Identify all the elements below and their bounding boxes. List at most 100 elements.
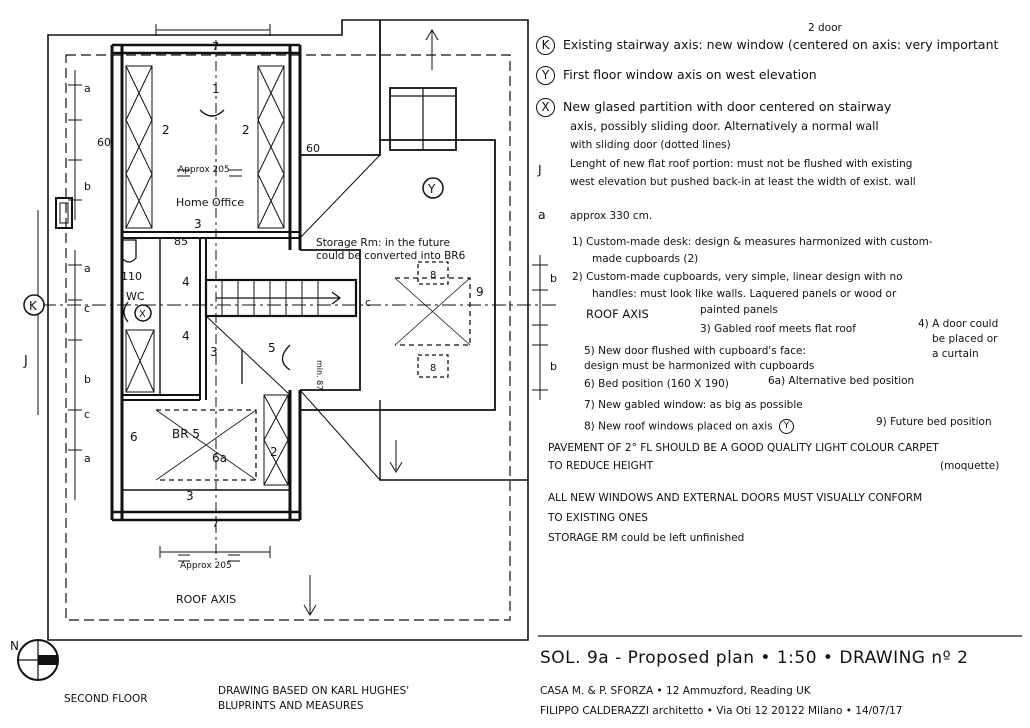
label-6: 6 (130, 430, 138, 444)
label-c-left-1: c (84, 302, 90, 315)
x-marker-label: X (139, 309, 146, 320)
label-a-left-1: a (84, 82, 91, 95)
label-c-left-2: c (84, 408, 90, 421)
north-arrow-icon (17, 639, 59, 681)
dim-7-bottom: 7 (212, 517, 219, 530)
note-5-line2: design must be harmonized with cupboards (584, 360, 815, 372)
note-4-line1: 4) A door could (918, 318, 999, 330)
label-2b: 2 (242, 123, 250, 137)
label-6a: 6a (212, 451, 227, 465)
caps-note-3: STORAGE RM could be left unfinished (548, 532, 745, 544)
caps-note-1-line3: (moquette) (940, 460, 1000, 472)
dim-60-right: 60 (306, 142, 320, 155)
dim-60-left: 60 (97, 136, 111, 149)
k-legend-icon: K (536, 36, 555, 55)
approx205-bottom: Approx 205 (180, 561, 232, 571)
note-9: 9) Future bed position (876, 416, 992, 428)
note-5-line1: 5) New door flushed with cupboard's face… (584, 345, 807, 357)
legend-j-line2: west elevation but pushed back-in at lea… (570, 176, 916, 188)
two-door-note: 2 door (808, 22, 842, 34)
label-8a: 8 (430, 270, 436, 281)
label-2a: 2 (162, 123, 170, 137)
home-office-label: Home Office (176, 196, 244, 209)
legend-a-symbol: a (538, 207, 546, 222)
caps-note-2-line1: ALL NEW WINDOWS AND EXTERNAL DOORS MUST … (548, 492, 923, 504)
roof-axis-plan-label: ROOF AXIS (176, 593, 236, 606)
note-4-line2: be placed or (932, 333, 998, 345)
dimension-marks (68, 24, 548, 562)
legend-j-line1: Lenght of new flat roof portion: must no… (570, 158, 913, 170)
label-b-right-2: b (550, 360, 557, 373)
legend-x-line3: with sliding door (dotted lines) (570, 139, 731, 151)
label-4a: 4 (182, 275, 190, 289)
architect-line: FILIPPO CALDERAZZI architetto • Via Oti … (540, 705, 903, 717)
label-9: 9 (476, 285, 484, 299)
approx205-top: Approx 205 (178, 165, 230, 175)
legend-y: Y First floor window axis on west elevati… (536, 66, 817, 85)
y-marker-circle (422, 177, 444, 199)
caps-note-1-line2: TO REDUCE HEIGHT (548, 460, 654, 472)
label-2c: 2 (270, 445, 278, 459)
k-marker-label: K (29, 299, 38, 313)
note-6: 6) Bed position (160 X 190) (584, 378, 729, 390)
label-b-right-1: b (550, 272, 557, 285)
note-8: 8) New roof windows placed on axis Y (584, 419, 795, 434)
legend-a-text: approx 330 cm. (570, 210, 653, 222)
storage-room-label-1: Storage Rm: in the future (316, 237, 450, 249)
y-legend-icon: Y (536, 66, 555, 85)
note-3: 3) Gabled roof meets flat roof (700, 323, 856, 335)
k-marker-circle (23, 294, 45, 316)
note-2-line1: 2) Custom-made cupboards, very simple, l… (572, 271, 903, 283)
client-line: CASA M. & P. SFORZA • 12 Ammuzford, Read… (540, 685, 811, 697)
label-8b: 8 (430, 363, 436, 374)
walls (110, 20, 528, 522)
label-3c: 3 (186, 489, 194, 503)
note-7: 7) New gabled window: as big as possible (584, 399, 803, 411)
label-c-right: c (365, 296, 371, 309)
x-marker-circle (134, 304, 152, 322)
label-1: 1 (212, 82, 220, 96)
label-a-left-3: a (84, 452, 91, 465)
stair (204, 278, 358, 318)
legend-x-line2: axis, possibly sliding door. Alternative… (570, 119, 879, 133)
y-marker-label: Y (427, 182, 436, 196)
note-8-text: 8) New roof windows placed on axis (584, 420, 773, 433)
label-b-left-1: b (84, 180, 91, 193)
based-on-line1: DRAWING BASED ON KARL HUGHES' (218, 685, 410, 697)
floor-label: SECOND FLOOR (64, 693, 148, 705)
dim-7-top: 7 (212, 40, 219, 53)
y-inline-icon: Y (779, 419, 795, 434)
fixtures (55, 109, 471, 481)
label-a-left-2: a (84, 262, 91, 275)
label-4b: 4 (182, 329, 190, 343)
dim-110: 110 (121, 270, 142, 283)
note-1-line2: made cupboards (2) (592, 253, 699, 265)
legend-x-line1: New glased partition with door centered … (563, 99, 892, 114)
label-5: 5 (268, 341, 276, 355)
j-dimension-label: J (23, 354, 28, 369)
note-1-line1: 1) Custom-made desk: design & measures h… (572, 236, 933, 248)
note-6a: 6a) Alternative bed position (768, 375, 915, 387)
legend-k-text: Existing stairway axis: new window (cent… (563, 37, 999, 52)
based-on-line2: BLUPRINTS AND MEASURES (218, 700, 364, 712)
label-3a: 3 (194, 217, 202, 231)
note-2-line3: painted panels (700, 304, 778, 316)
caps-note-2-line2: TO EXISTING ONES (548, 512, 648, 524)
legend-k: K Existing stairway axis: new window (cen… (536, 36, 998, 55)
caps-note-1-line1: PAVEMENT OF 2° FL SHOULD BE A GOOD QUALI… (548, 442, 939, 454)
legend-j-symbol: J (538, 162, 542, 177)
north-label: N (10, 639, 19, 653)
cupboards-hatching (125, 65, 289, 486)
drawing-title: SOL. 9a - Proposed plan • 1:50 • DRAWING… (540, 648, 969, 668)
note-4-line3: a curtain (932, 348, 979, 360)
label-3b: 3 (210, 345, 218, 359)
roof-axis-note: ROOF AXIS (586, 307, 649, 321)
label-b-left-2: b (84, 373, 91, 386)
axis-lines (37, 29, 560, 616)
dim-min-87: min. 87 (315, 360, 324, 390)
note-2-line2: handles: must look like walls. Laquered … (592, 288, 897, 300)
legend-y-text: First floor window axis on west elevatio… (563, 67, 817, 82)
x-legend-icon: X (536, 98, 555, 117)
br5-label: BR 5 (172, 427, 200, 441)
